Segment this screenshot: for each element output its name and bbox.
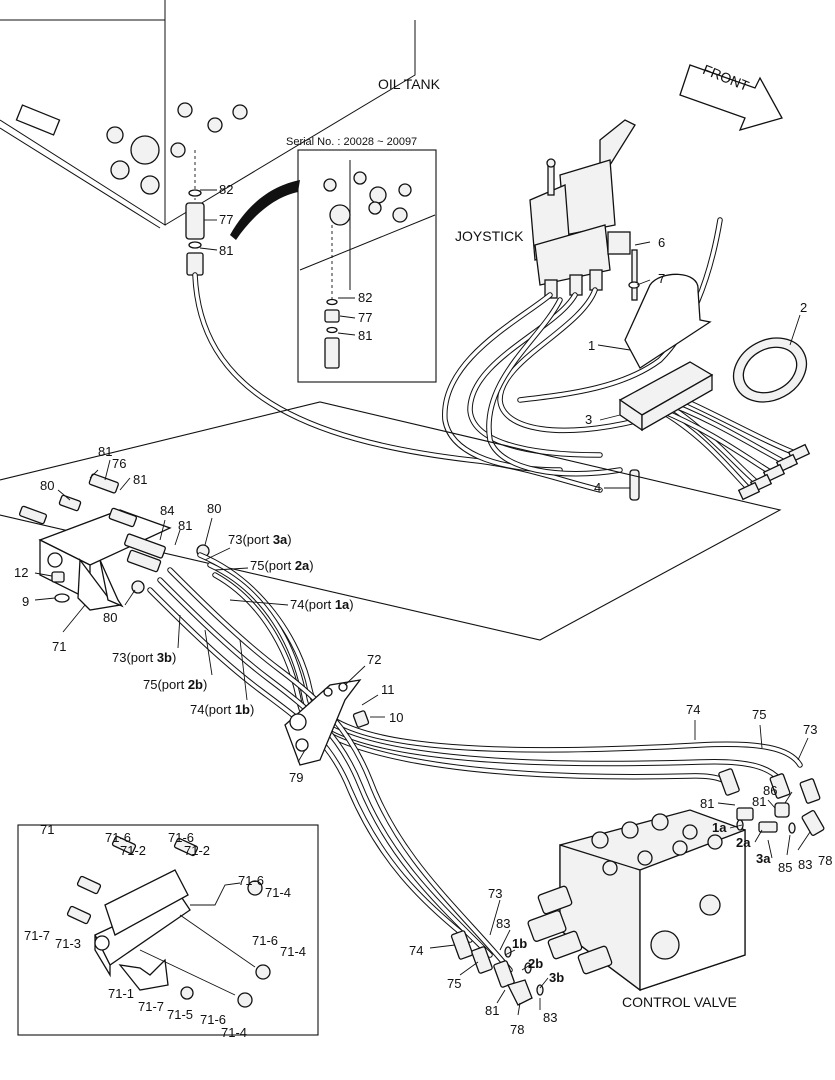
- label-74-port-1b: 74(port 1b): [190, 702, 254, 717]
- front-arrow: [679, 64, 783, 131]
- label-72: 72: [367, 652, 381, 667]
- label-77-tank: 77: [219, 212, 233, 227]
- oil-tank-title: OIL TANK: [378, 76, 441, 92]
- label-11: 11: [381, 682, 395, 697]
- label-81-a: 81: [98, 444, 112, 459]
- label-73-port-3b: 73(port 3b): [112, 650, 176, 665]
- joystick-assembly: [529, 119, 636, 299]
- label-83-right: 83: [798, 857, 812, 872]
- oil-tank: [0, 0, 416, 229]
- label-80-b: 80: [207, 501, 221, 516]
- inset-label-71-7-b: 71-7: [138, 999, 164, 1014]
- inset-label-71-6-d: 71-6: [252, 933, 278, 948]
- joystick-hose-bundle: [442, 217, 803, 493]
- label-81-lower: 81: [485, 1003, 499, 1018]
- label-84: 84: [160, 503, 174, 518]
- label-75-right: 75: [752, 707, 766, 722]
- serial-inset: [297, 149, 437, 383]
- joystick-bracket-parts: [618, 249, 808, 501]
- label-1: 1: [588, 338, 595, 353]
- label-81-right-b: 81: [752, 794, 766, 809]
- inset-label-71: 71: [40, 822, 54, 837]
- bracket-71: [38, 509, 172, 611]
- label-75-port-2b: 75(port 2b): [143, 677, 207, 692]
- label-81-tank: 81: [219, 243, 233, 258]
- label-81-inset: 81: [358, 328, 372, 343]
- label-81-right-a: 81: [700, 796, 714, 811]
- serial-no-label: Serial No. : 20028 ~ 20097: [286, 136, 417, 148]
- inset-pointer-arrow: [230, 180, 300, 240]
- label-7: 7: [658, 271, 665, 286]
- label-71: 71: [52, 639, 66, 654]
- inset-label-71-6-e: 71-6: [200, 1012, 226, 1027]
- tank-return-hose: [192, 272, 603, 493]
- inset-label-71-5: 71-5: [167, 1007, 193, 1022]
- label-73-right: 73: [803, 722, 817, 737]
- label-6: 6: [658, 235, 665, 250]
- label-74-right: 74: [686, 702, 700, 717]
- label-82-inset: 82: [358, 290, 372, 305]
- control-valve: [527, 809, 746, 992]
- main-hose-bundle: [147, 552, 803, 973]
- joystick-hose-fittings: [737, 443, 811, 501]
- inset-label-71-6-c: 71-6: [238, 873, 264, 888]
- label-83-lower-a: 83: [496, 916, 510, 931]
- label-3: 3: [585, 412, 592, 427]
- label-80-a: 80: [40, 478, 54, 493]
- inset-label-71-7-a: 71-7: [24, 928, 50, 943]
- label-76: 76: [112, 456, 126, 471]
- tank-fitting-stack: [185, 189, 205, 276]
- label-75-lower: 75: [447, 976, 461, 991]
- label-79: 79: [289, 770, 303, 785]
- inset-label-71-6-b: 71-6: [168, 830, 194, 845]
- label-77-inset: 77: [358, 310, 372, 325]
- label-81-b: 81: [133, 472, 147, 487]
- inset-label-71-4-c: 71-4: [221, 1025, 247, 1040]
- inset-label-71-2-a: 71-2: [120, 843, 146, 858]
- label-port-1b: 1b: [512, 936, 527, 951]
- label-2: 2: [800, 300, 807, 315]
- label-85: 85: [778, 860, 792, 875]
- label-10: 10: [389, 710, 403, 725]
- label-83-lower-b: 83: [543, 1010, 557, 1025]
- grommet-plate-79: [284, 679, 370, 766]
- label-74-port-1a: 74(port 1a): [290, 597, 354, 612]
- label-82-tank: 82: [219, 182, 233, 197]
- label-75-port-2a: 75(port 2a): [250, 558, 314, 573]
- label-74-lower: 74: [409, 943, 423, 958]
- inset-71-detail: [17, 824, 319, 1036]
- control-valve-title: CONTROL VALVE: [622, 994, 737, 1010]
- label-4: 4: [594, 480, 601, 495]
- label-81-c: 81: [178, 518, 192, 533]
- label-86: 86: [763, 783, 777, 798]
- inset-label-71-4-b: 71-4: [280, 944, 306, 959]
- inset-label-71-1: 71-1: [108, 986, 134, 1001]
- inset-label-71-4-a: 71-4: [265, 885, 291, 900]
- label-12: 12: [14, 565, 28, 580]
- inset-label-71-6-a: 71-6: [105, 830, 131, 845]
- label-port-1a: 1a: [712, 820, 727, 835]
- leader-lines: [34, 189, 811, 1016]
- label-9: 9: [22, 594, 29, 609]
- label-73-lower: 73: [488, 886, 502, 901]
- label-78-right: 78: [818, 853, 832, 868]
- label-port-3b: 3b: [549, 970, 564, 985]
- label-80-c: 80: [103, 610, 117, 625]
- valve-upper-fittings: [718, 768, 825, 836]
- label-78-lower: 78: [510, 1022, 524, 1037]
- inset-label-71-2-b: 71-2: [184, 843, 210, 858]
- label-port-2a: 2a: [736, 835, 751, 850]
- label-73-port-3a: 73(port 3a): [228, 532, 292, 547]
- joystick-title: JOYSTICK: [455, 228, 524, 244]
- inset-label-71-3: 71-3: [55, 936, 81, 951]
- label-port-2b: 2b: [528, 956, 543, 971]
- label-port-3a: 3a: [756, 851, 771, 866]
- detail-frame: [0, 401, 782, 641]
